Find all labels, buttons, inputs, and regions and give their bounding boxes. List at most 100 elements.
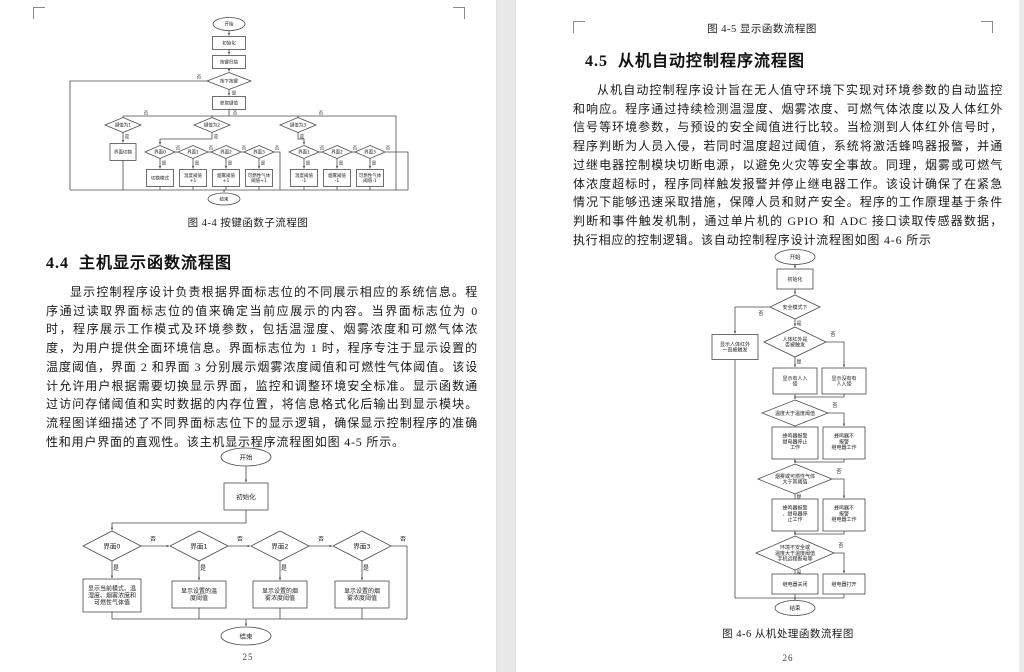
node-buzzer-alarm-relay-stop: 蜂鸣器报警继电器停止工作 (771, 426, 819, 460)
node-temp-minus: 温度阈值-1 (290, 169, 318, 187)
section-title: 从机自动控制程序流程图 (618, 53, 806, 70)
margin-mark-top-right (453, 7, 465, 19)
node-safe-mode-decision: 安全模式下 否 是 (758, 294, 821, 327)
margin-mark-top-left (33, 7, 45, 19)
flowchart-connectors (733, 264, 846, 600)
node-start: 开始 (220, 447, 272, 467)
node-start: 开始 (212, 17, 246, 31)
svg-text:界面1: 界面1 (190, 542, 207, 550)
svg-text:按键扫描: 按键扫描 (220, 59, 238, 66)
svg-text:结束: 结束 (220, 196, 229, 203)
node-start: 开始 (774, 249, 816, 265)
svg-text:结束: 结束 (240, 631, 254, 640)
node-end: 结束 (774, 600, 816, 616)
svg-text:否: 否 (836, 469, 841, 475)
svg-text:是: 是 (214, 134, 219, 140)
svg-text:蜂鸣器不报警继电器工作: 蜂鸣器不报警继电器工作 (831, 433, 856, 452)
node-init: 初始化 (223, 482, 269, 511)
node-no-alarm-relay-work: 蜂鸣器不报警继电器工作 (822, 426, 866, 460)
svg-text:界面3: 界面3 (253, 150, 265, 156)
svg-text:是: 是 (796, 570, 801, 576)
svg-text:界面2: 界面2 (220, 150, 232, 156)
svg-text:蜂鸣器不报警继电器工作: 蜂鸣器不报警继电器工作 (831, 505, 856, 524)
svg-text:是: 是 (306, 161, 311, 167)
svg-text:界面3: 界面3 (353, 542, 370, 550)
page-number: 25 (242, 652, 254, 662)
svg-text:显示设置的温度阈值: 显示设置的温度阈值 (181, 587, 217, 602)
svg-text:按下按键: 按下按键 (220, 78, 238, 85)
node-ui2-decision-a: 界面2 否 是 (209, 145, 247, 167)
node-gas-minus: 可燃性气体阈值-1 (356, 169, 384, 187)
svg-text:显示没有有人入侵: 显示没有有人入侵 (831, 375, 856, 388)
node-end: 结束 (220, 626, 272, 646)
svg-text:界面切换: 界面切换 (114, 149, 132, 156)
svg-text:继电器打开: 继电器打开 (831, 581, 856, 588)
svg-text:界面2: 界面2 (271, 542, 288, 550)
figure-4-6-flowchart-auto-control: 开始 初始化 安全模式下 否 是 显示人体红外一直被触发 人体红外是否被触发 否… (711, 249, 867, 616)
svg-text:是: 是 (261, 161, 266, 167)
node-ui0-decision-a: 界面0 否 是 (143, 145, 181, 167)
figure-4-4-flowchart-key-function: 开始 初始化 按键扫描 按下按键 否 是 获取键值 键值为 (69, 17, 409, 206)
svg-text:开始: 开始 (225, 21, 234, 28)
figure-4-5-caption: 图 4-5 显示函数流程图 (707, 24, 817, 35)
svg-text:是: 是 (300, 134, 305, 140)
node-temp-threshold-decision: 温度大于温度阈值 否 是 (760, 399, 838, 435)
svg-text:否: 否 (237, 536, 243, 543)
right-page-edge (1019, 0, 1024, 672)
svg-text:开始: 开始 (789, 253, 801, 261)
svg-text:环境不安全或温度大于温度阈值手机远程断电等: 环境不安全或温度大于温度阈值手机远程断电等 (775, 544, 815, 563)
section-4-4-paragraph: 显示控制程序设计负责根据界面标志位的不同展示相应的系统信息。程序通过读取界面标志… (46, 285, 478, 449)
svg-text:切换模式: 切换模式 (151, 175, 169, 182)
node-buzzer-alarm-relay-stop-2: 蜂鸣器报警、继电器停止工作 (771, 498, 819, 532)
svg-text:温度阈值-1: 温度阈值-1 (295, 172, 313, 184)
node-show-temp-threshold: 显示设置的温度阈值 (171, 580, 227, 609)
node-smoke-minus: 烟雾阈值-1 (323, 169, 351, 187)
node-ui0-decision: 界面0 否 是 (82, 530, 156, 572)
page-number: 26 (782, 653, 794, 663)
margin-mark-top-left (573, 21, 585, 33)
flowchart-connectors (69, 30, 409, 192)
node-show-intrusion: 显示有人入侵 (772, 367, 818, 395)
svg-text:否: 否 (319, 111, 324, 117)
svg-text:否: 否 (197, 75, 202, 81)
node-ui2-decision: 界面2 否 是 (250, 530, 324, 572)
node-init: 初始化 (212, 36, 246, 50)
svg-text:键值为2: 键值为2 (204, 122, 220, 129)
svg-text:界面0: 界面0 (154, 150, 166, 156)
node-ui3-decision-b: 界面3 否 是 (353, 145, 391, 167)
svg-text:是: 是 (125, 134, 130, 140)
svg-text:初始化: 初始化 (787, 276, 802, 283)
svg-text:是: 是 (372, 161, 377, 167)
svg-text:是: 是 (339, 161, 344, 167)
svg-text:键值为3: 键值为3 (290, 122, 306, 129)
node-ui1-decision-a: 界面1 否 是 (176, 145, 214, 167)
node-ui2-decision-b: 界面2 否 是 (320, 145, 358, 167)
node-key-pressed-decision: 按下按键 否 是 (197, 72, 253, 97)
figure-4-6-caption: 图 4-6 从机处理函数流程图 (722, 629, 854, 640)
svg-text:结束: 结束 (789, 604, 801, 612)
node-relay-off: 继电器关闭 (771, 573, 819, 595)
node-ui3-decision: 界面3 否 是 (332, 530, 406, 572)
svg-text:否: 否 (233, 111, 238, 117)
svg-text:显示有人入侵: 显示有人入侵 (782, 375, 807, 388)
svg-text:人体红外是否被触发: 人体红外是否被触发 (782, 336, 807, 349)
svg-text:是: 是 (195, 161, 200, 167)
node-ir-triggered-decision: 人体红外是否被触发 否 是 (763, 326, 836, 366)
svg-text:否: 否 (353, 146, 358, 152)
svg-text:是: 是 (796, 495, 801, 501)
svg-text:是: 是 (796, 360, 801, 366)
node-temp-plus: 温度阈值+1 (179, 169, 207, 187)
svg-text:界面1: 界面1 (298, 150, 310, 156)
svg-text:是: 是 (232, 91, 237, 97)
svg-text:可燃性气体阈值+1: 可燃性气体阈值+1 (248, 172, 271, 184)
page-gutter (496, 0, 516, 672)
svg-text:否: 否 (838, 543, 843, 549)
svg-text:显示当前模式、温湿度、烟雾浓度和可燃性气体值: 显示当前模式、温湿度、烟雾浓度和可燃性气体值 (88, 585, 136, 607)
node-key3-decision: 键值为3 否 是 (278, 111, 324, 140)
svg-text:获取键值: 获取键值 (220, 100, 238, 107)
svg-text:键值为1: 键值为1 (115, 122, 131, 129)
